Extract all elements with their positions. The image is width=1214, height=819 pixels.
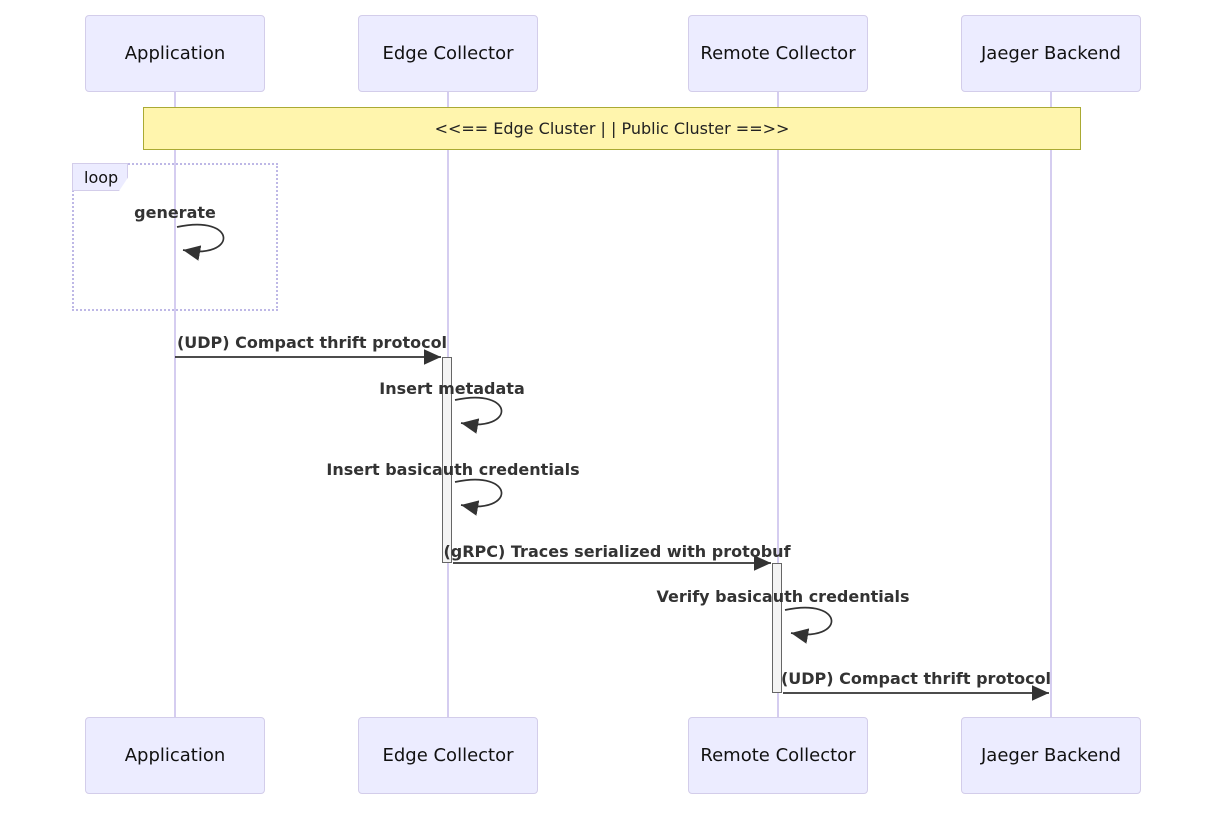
- loop-label-tab: loop: [72, 163, 128, 191]
- lifeline-remote-collector: [777, 92, 779, 717]
- self-arrow-verify-basicauth: [784, 606, 833, 644]
- actor-label: Remote Collector: [700, 745, 856, 766]
- actor-label: Application: [124, 43, 226, 64]
- activation-edge-collector: [442, 357, 452, 563]
- lifeline-application: [174, 92, 176, 717]
- actor-bottom-jaeger-backend: Jaeger Backend: [961, 717, 1141, 794]
- message-label-verify-basicauth: Verify basicauth credentials: [656, 587, 910, 606]
- actor-top-edge-collector: Edge Collector: [358, 15, 538, 92]
- actor-top-remote-collector: Remote Collector: [688, 15, 868, 92]
- message-label-udp-thrift-1: (UDP) Compact thrift protocol: [176, 333, 448, 352]
- message-label-udp-thrift-2: (UDP) Compact thrift protocol: [780, 669, 1052, 688]
- lifeline-jaeger-backend: [1050, 92, 1052, 717]
- actor-bottom-remote-collector: Remote Collector: [688, 717, 868, 794]
- actor-label: Edge Collector: [382, 43, 514, 64]
- actor-top-jaeger-backend: Jaeger Backend: [961, 15, 1141, 92]
- message-label-grpc-protobuf: (gRPC) Traces serialized with protobuf: [443, 542, 791, 561]
- self-arrow-insert-metadata: [454, 396, 503, 434]
- loop-label: loop: [84, 167, 119, 187]
- actor-bottom-edge-collector: Edge Collector: [358, 717, 538, 794]
- actor-label: Remote Collector: [700, 43, 856, 64]
- actor-label: Jaeger Backend: [980, 43, 1121, 64]
- actor-bottom-application: Application: [85, 717, 265, 794]
- actor-label: Application: [124, 745, 226, 766]
- note-cluster-boundary: <<== Edge Cluster | | Public Cluster ==>…: [143, 107, 1081, 150]
- message-label-generate: generate: [134, 203, 216, 222]
- activation-remote-collector: [772, 563, 782, 693]
- self-arrow-insert-basicauth: [454, 478, 503, 516]
- loop-frame: [72, 163, 278, 311]
- actor-top-application: Application: [85, 15, 265, 92]
- note-text: <<== Edge Cluster | | Public Cluster ==>…: [434, 119, 790, 138]
- message-label-insert-metadata: Insert metadata: [379, 379, 525, 398]
- actor-label: Edge Collector: [382, 745, 514, 766]
- actor-label: Jaeger Backend: [980, 745, 1121, 766]
- message-label-insert-basicauth: Insert basicauth credentials: [326, 460, 580, 479]
